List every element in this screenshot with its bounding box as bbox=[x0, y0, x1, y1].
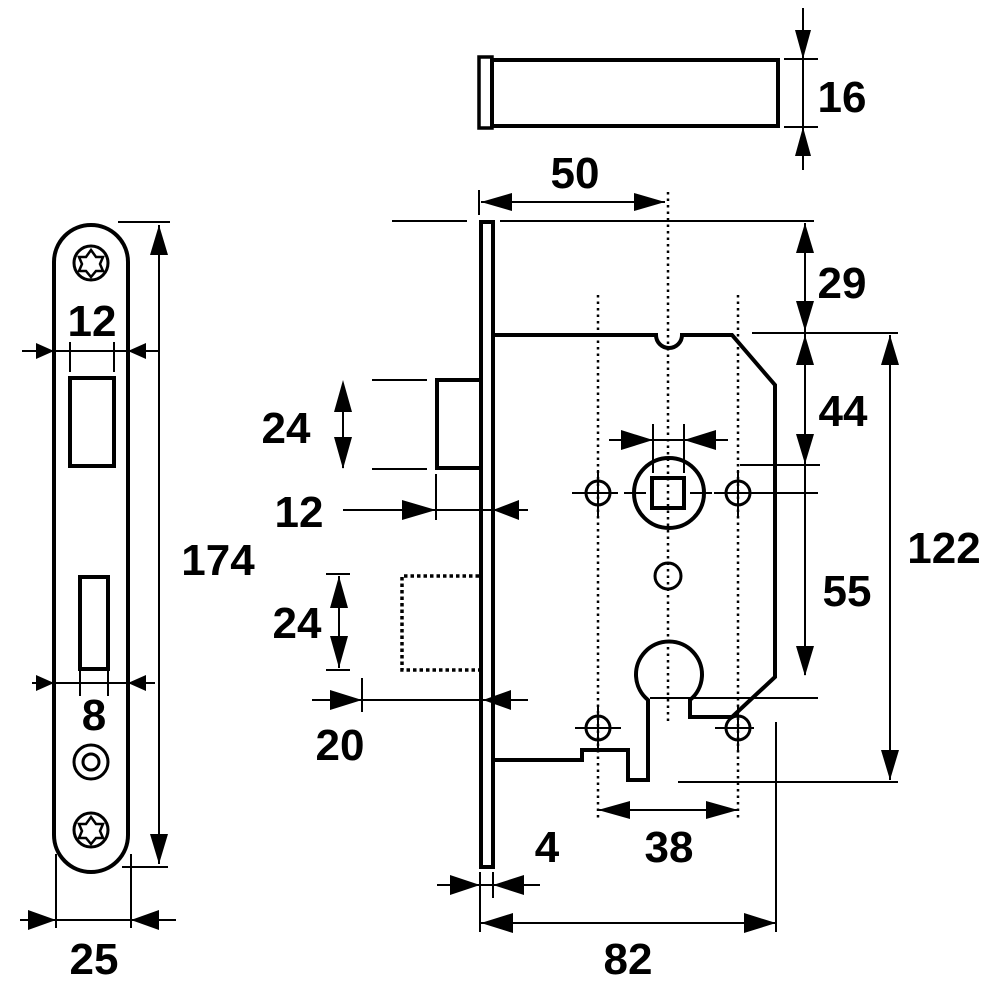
dim-label-12-forend: 12 bbox=[68, 297, 117, 346]
dim-backset bbox=[478, 190, 665, 215]
case-side-view: 50 29 44 55 122 bbox=[262, 149, 981, 984]
dim-bolt-throw bbox=[312, 678, 528, 712]
dim-label-38: 38 bbox=[645, 823, 694, 872]
latch-slot bbox=[68, 376, 116, 468]
bolt-body bbox=[490, 58, 780, 128]
dim-label-8: 8 bbox=[82, 691, 106, 740]
dim-label-12-latch: 12 bbox=[275, 488, 324, 537]
small-hole-icon bbox=[653, 561, 683, 591]
dim-case-height bbox=[881, 335, 899, 780]
dim-label-50: 50 bbox=[551, 149, 600, 198]
latch-outline bbox=[435, 378, 481, 470]
dim-label-55: 55 bbox=[823, 567, 872, 616]
dim-bolt-slot-width bbox=[32, 670, 155, 696]
dim-label-16: 16 bbox=[818, 73, 867, 122]
fixing-hole-lower-right-icon bbox=[715, 705, 754, 750]
forend-front-view: 12 8 174 25 bbox=[20, 221, 255, 984]
dim-label-174: 174 bbox=[181, 536, 255, 585]
dim-latch-height bbox=[334, 379, 427, 470]
dim-fixing-hole-spacing bbox=[598, 801, 738, 819]
forend-plate-outline bbox=[52, 223, 130, 874]
dim-label-20: 20 bbox=[316, 721, 365, 770]
dim-forend-width bbox=[20, 854, 176, 930]
bolt-outline-dotted bbox=[400, 574, 479, 672]
bottom-screw-icon bbox=[72, 811, 110, 849]
bolt-slot bbox=[78, 575, 110, 671]
fixing-hole-upper-left-icon bbox=[572, 470, 618, 518]
forend-edge bbox=[479, 220, 495, 869]
case-outline bbox=[493, 333, 777, 782]
dim-vertical-chain bbox=[796, 223, 814, 676]
fixing-hole-upper-right-icon bbox=[714, 470, 818, 518]
dim-label-122: 122 bbox=[907, 524, 980, 573]
follower-icon bbox=[624, 456, 712, 530]
spindle-follower-icon bbox=[72, 743, 110, 781]
dim-label-4: 4 bbox=[535, 823, 560, 872]
bolt-top-view: 16 bbox=[477, 8, 867, 170]
dim-label-44: 44 bbox=[819, 387, 868, 436]
dim-bolt-height bbox=[326, 573, 350, 671]
fixing-hole-lower-left-icon bbox=[575, 705, 621, 750]
dim-bolt-thickness bbox=[784, 8, 818, 170]
dim-label-25: 25 bbox=[70, 935, 119, 984]
dim-label-24-latch: 24 bbox=[262, 404, 311, 453]
dim-label-29: 29 bbox=[818, 259, 867, 308]
dim-forend-height bbox=[118, 221, 170, 868]
dim-latch-projection bbox=[343, 474, 528, 520]
dim-case-depth bbox=[481, 722, 777, 933]
dim-forend-thickness bbox=[437, 872, 540, 932]
dim-label-24-bolt: 24 bbox=[273, 599, 322, 648]
top-screw-icon bbox=[72, 244, 110, 282]
dim-latch-slot-width bbox=[22, 342, 160, 372]
dim-follower-square bbox=[609, 424, 728, 473]
dim-label-82: 82 bbox=[604, 935, 653, 984]
